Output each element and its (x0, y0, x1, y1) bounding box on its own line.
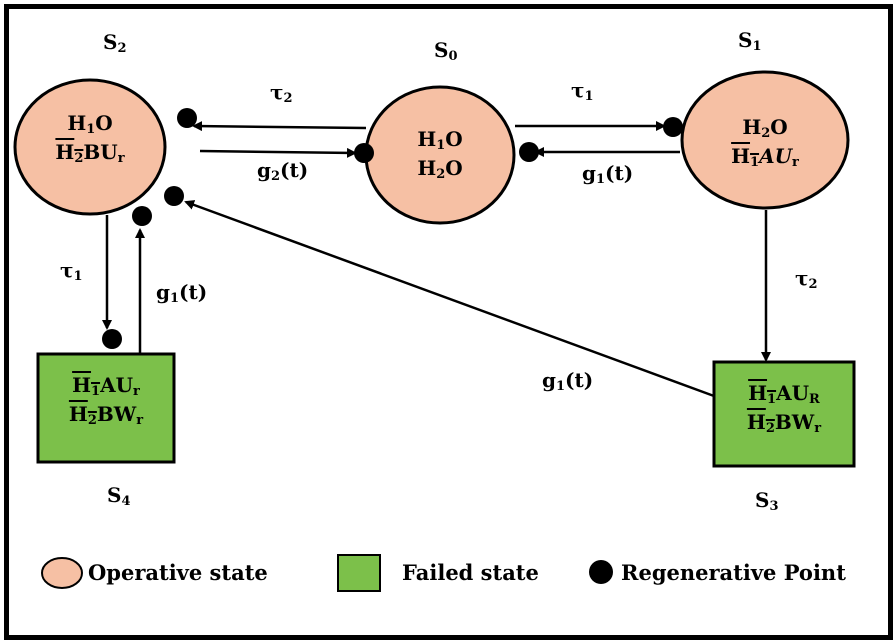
transition-label-s1-s3: τ2 (795, 266, 818, 292)
state-s4-line2: H2BWr (68, 401, 144, 428)
transition-label-s3-s2: g1(t) (542, 368, 594, 394)
state-s0-name: S0 (434, 40, 458, 63)
state-s0-name-sub: 0 (448, 49, 458, 64)
state-s2-name: S2 (103, 32, 127, 55)
state-s1-line2: H1AUr (731, 143, 799, 170)
state-s3-name-sub: 3 (769, 499, 779, 514)
legend-failed-label: Failed state (402, 560, 539, 585)
regenerative-point-s2-bottom (164, 186, 184, 206)
regenerative-point-s1-left (663, 117, 683, 137)
state-s0-content: H1O H2O (395, 126, 485, 183)
transition-label-s1-s0: g1(t) (582, 161, 634, 187)
state-s1-node (680, 70, 850, 210)
state-s2-name-sub: 2 (117, 41, 127, 56)
transition-label-s0-s2: τ2 (270, 80, 293, 106)
regenerative-point-s2-top (177, 108, 197, 128)
legend-operative-symbol (41, 557, 83, 589)
transition-label-s2-s4: τ1 (60, 258, 83, 284)
state-s2-node (13, 78, 167, 216)
state-s3-line2: H2BWr (746, 409, 822, 436)
transition-label-s0-s1: τ1 (571, 78, 594, 104)
legend-failed-symbol (337, 554, 381, 592)
state-s1-name: S1 (738, 30, 762, 53)
state-s2-name-main: S (103, 30, 118, 54)
arrow-s3-to-s2 (184, 200, 715, 398)
transition-label-s4-s2: g1(t) (156, 280, 208, 306)
regenerative-point-s0-right (519, 142, 539, 162)
state-s4-name-main: S (107, 483, 122, 507)
regenerative-point-s2-lower (132, 206, 152, 226)
state-s4-node (36, 352, 176, 464)
legend-regenerative-symbol (589, 560, 613, 584)
state-s3-content: H1AUR H2BWr (718, 380, 850, 437)
state-s4-name: S4 (107, 485, 131, 508)
state-s3-node (712, 360, 856, 468)
regenerative-point-s4-top (102, 329, 122, 349)
state-s1-content: H2O H1AUr (715, 114, 815, 171)
state-s1-name-main: S (738, 28, 753, 52)
state-s4-name-sub: 4 (121, 494, 131, 509)
state-s2-line2: H2BUr (55, 139, 125, 166)
state-s0-line2: H2O (417, 155, 463, 182)
regenerative-point-s0-left (354, 143, 374, 163)
state-s0-name-main: S (434, 38, 449, 62)
transition-label-s2-s0: g2(t) (257, 158, 309, 184)
state-s2-content: H1O H2BUr (40, 110, 140, 167)
state-s0-line1: H1O (417, 127, 463, 153)
state-s3-name-main: S (755, 488, 770, 512)
arrow-s0-to-s2 (192, 121, 367, 132)
legend-operative-label: Operative state (88, 560, 268, 585)
state-s1-line1: H2O (742, 115, 788, 141)
state-s4-content: H1AUr H2BWr (42, 372, 170, 429)
arrow-s2-to-s0 (199, 147, 357, 158)
state-s3-name: S3 (755, 490, 779, 513)
state-s4-line1: H1AUr (72, 373, 140, 399)
state-s2-line1: H1O (67, 111, 113, 137)
state-s3-line1: H1AUR (748, 381, 820, 407)
state-s1-name-sub: 1 (752, 39, 762, 54)
diagram-frame (4, 4, 893, 640)
legend-regenerative-label: Regenerative Point (621, 560, 846, 585)
